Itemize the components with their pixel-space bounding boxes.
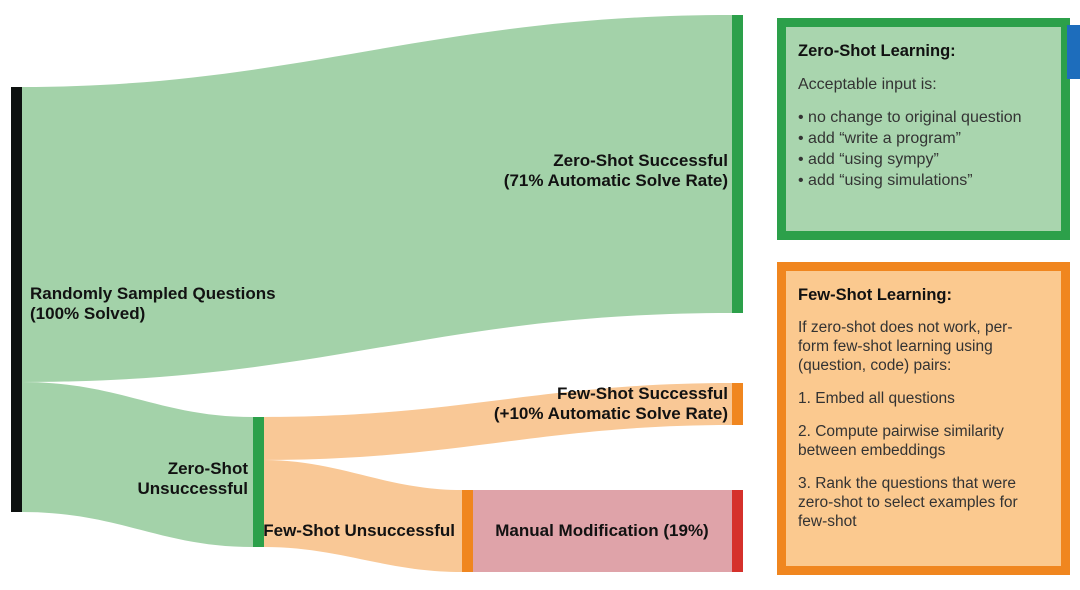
zero-shot-bullet: • no change to original question xyxy=(798,109,1022,126)
few-shot-step: 1. Embed all questions xyxy=(798,390,955,407)
zero-shot-box-intro: Acceptable input is: xyxy=(798,76,937,93)
few-shot-step: 3. Rank the questions that were zero-sho… xyxy=(798,475,1018,530)
flow-manual-modification xyxy=(472,490,732,572)
label-manual-modification: Manual Modification (19%) xyxy=(495,521,709,540)
bar-source xyxy=(11,87,22,512)
label-few-shot-successful: Few-Shot Successful (+10% Automatic Solv… xyxy=(493,384,728,423)
bar-zero-shot-unsuccessful xyxy=(253,417,264,547)
flow-few-shot-successful xyxy=(264,383,732,460)
few-shot-step: 2. Compute pairwise similarity between e… xyxy=(798,423,1004,459)
few-shot-learning-box: Few-Shot Learning: If zero-shot does not… xyxy=(777,262,1070,575)
bar-few-shot-successful xyxy=(732,383,743,425)
zero-shot-learning-box: Zero-Shot Learning: Acceptable input is:… xyxy=(777,18,1070,240)
zero-shot-bullet: • add “using sympy” xyxy=(798,151,939,168)
flow-few-shot-unsuccessful xyxy=(264,460,462,572)
label-zero-shot-successful: Zero-Shot Successful (71% Automatic Solv… xyxy=(503,151,728,190)
label-zero-shot-unsuccessful: Zero-Shot Unsuccessful xyxy=(137,459,248,498)
zero-shot-box-title: Zero-Shot Learning: xyxy=(798,42,956,60)
bar-zero-shot-successful xyxy=(732,15,743,313)
flow-zero-shot-successful xyxy=(22,15,732,382)
label-source: Randomly Sampled Questions (100% Solved) xyxy=(30,284,276,323)
blue-tab xyxy=(1067,25,1080,79)
zero-shot-bullet: • add “write a program” xyxy=(798,130,961,147)
label-few-shot-unsuccessful: Few-Shot Unsuccessful xyxy=(263,521,455,540)
zero-shot-bullet: • add “using simulations” xyxy=(798,172,973,189)
few-shot-box-title: Few-Shot Learning: xyxy=(798,286,952,304)
few-shot-box-intro: If zero-shot does not work, per- form fe… xyxy=(798,319,1013,374)
bar-manual-modification xyxy=(732,490,743,572)
bar-few-shot-unsuccessful xyxy=(462,490,473,572)
flow-zero-shot-unsuccessful xyxy=(22,382,253,547)
